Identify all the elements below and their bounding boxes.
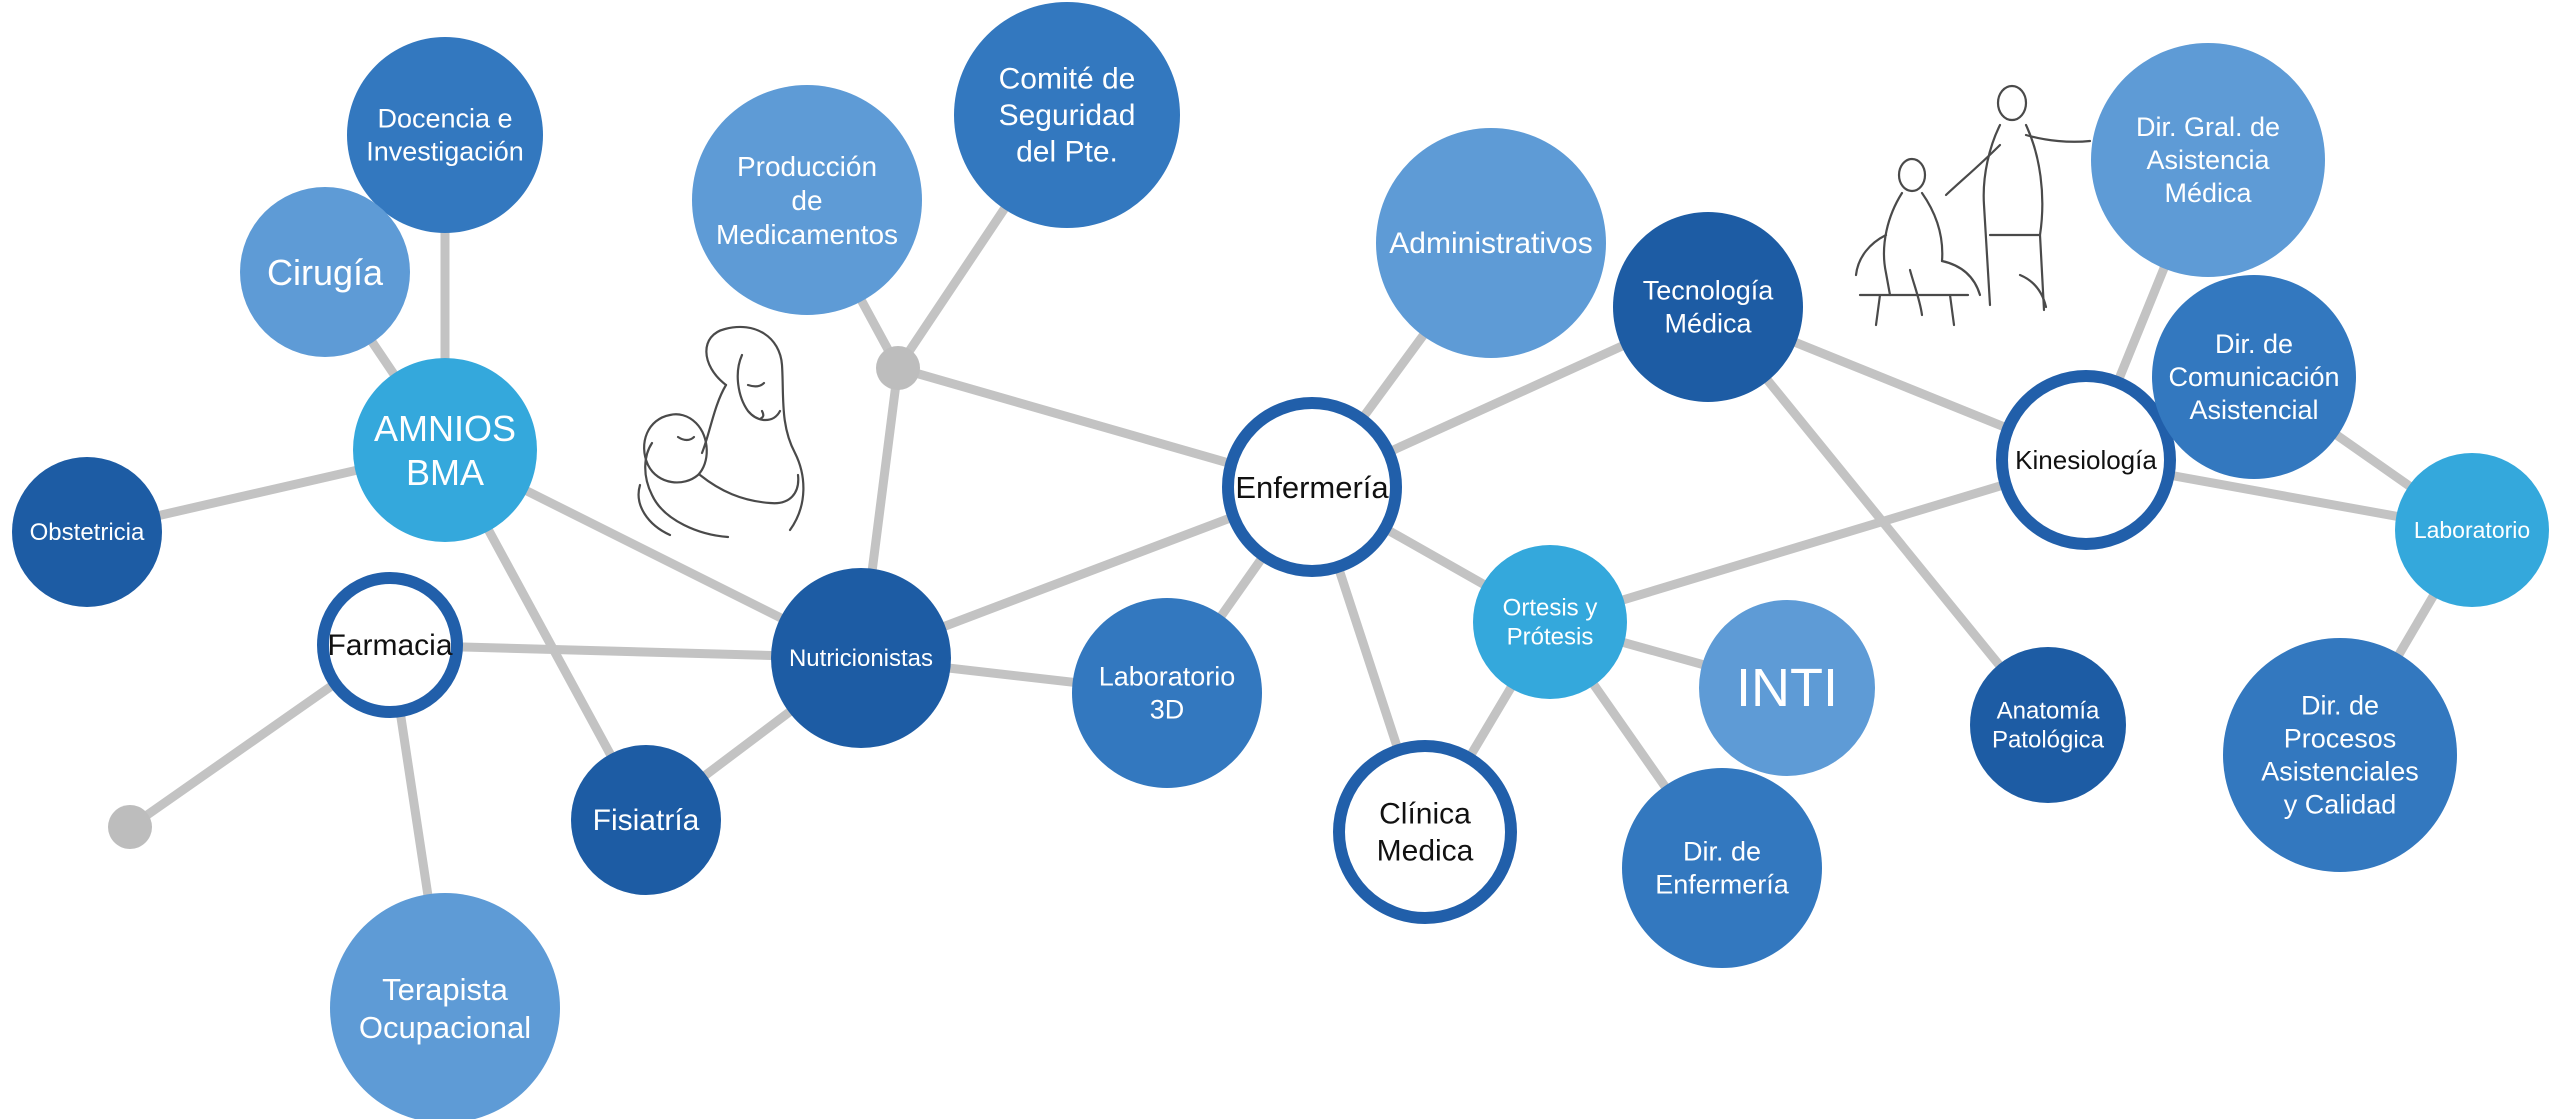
node-circle-terapista <box>330 893 560 1119</box>
junctions-layer <box>108 346 920 849</box>
node-label-administrativos: Administrativos <box>1389 227 1592 260</box>
node-circle-obstetricia <box>12 457 162 607</box>
node-label-inti: INTI <box>1736 658 1838 718</box>
node-kinesiologia[interactable]: Kinesiología <box>1996 370 2176 550</box>
node-inti[interactable]: INTI <box>1699 600 1875 776</box>
node-circle-administrativos <box>1376 128 1606 358</box>
node-circle-docencia <box>347 37 543 233</box>
node-circle-dircom <box>2152 275 2356 479</box>
node-circle-inti <box>1699 600 1875 776</box>
node-circle-amnios <box>353 358 537 542</box>
node-circle-lab3d <box>1072 598 1262 788</box>
node-circle-farmacia <box>317 572 463 718</box>
node-label-farmacia: Farmacia <box>327 629 452 662</box>
mother-baby-sketch-icon <box>637 325 805 539</box>
node-circle-laboratorio <box>2395 453 2549 607</box>
node-label-obstetricia: Obstetricia <box>30 519 145 546</box>
node-administrativos[interactable]: Administrativos <box>1376 128 1606 358</box>
node-obstetricia[interactable]: Obstetricia <box>12 457 162 607</box>
junction-dot-j1 <box>876 346 920 390</box>
node-circle-nutricionistas <box>771 568 951 748</box>
junction-dot-j2 <box>108 805 152 849</box>
node-circle-ortesis <box>1473 545 1627 699</box>
edge-ortesis-kinesiologia <box>1545 455 2091 627</box>
node-circle-kinesiologia <box>1996 370 2176 550</box>
node-circle-direnfermeria <box>1622 768 1822 968</box>
node-label-fisiatria: Fisiatría <box>593 804 700 837</box>
node-circle-comite <box>954 2 1180 228</box>
node-cirugia[interactable]: Cirugía <box>240 187 410 357</box>
node-nutricionistas[interactable]: Nutricionistas <box>771 568 951 748</box>
node-laboratorio[interactable]: Laboratorio <box>2395 453 2549 607</box>
node-circle-cirugia <box>240 187 410 357</box>
node-label-cirugia: Cirugía <box>267 252 384 293</box>
node-circle-produccion <box>692 85 922 315</box>
node-circle-anatomia <box>1970 647 2126 803</box>
node-enfermeria[interactable]: Enfermería <box>1222 397 1402 577</box>
node-fisiatria[interactable]: Fisiatría <box>571 745 721 895</box>
node-circle-dirgral <box>2091 43 2325 277</box>
node-circle-clinica <box>1333 740 1517 924</box>
caregiver-patient-sketch-icon <box>1854 84 2092 327</box>
node-circle-enfermeria <box>1222 397 1402 577</box>
node-label-enfermeria: Enfermería <box>1235 470 1389 505</box>
node-label-nutricionistas: Nutricionistas <box>789 645 933 672</box>
node-circle-dirprocesos <box>2223 638 2457 872</box>
node-circle-fisiatria <box>571 745 721 895</box>
node-circle-tecnologia <box>1613 212 1803 402</box>
node-label-kinesiologia: Kinesiología <box>2015 445 2157 475</box>
node-farmacia[interactable]: Farmacia <box>317 572 463 718</box>
node-label-laboratorio: Laboratorio <box>2414 517 2530 543</box>
